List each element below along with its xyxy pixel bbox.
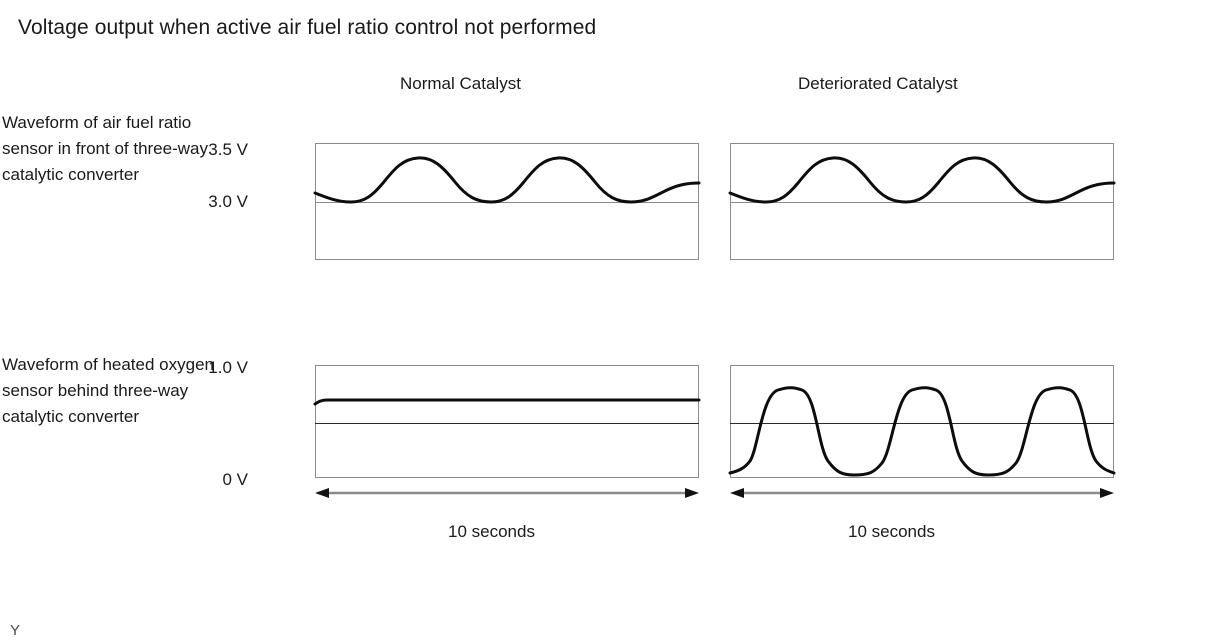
gridline-3-0v-deteriorated <box>730 202 1114 203</box>
column-header-normal-catalyst: Normal Catalyst <box>400 74 521 93</box>
row-label-heated-oxygen-sensor: Waveform of heated oxygen sensor behind … <box>2 355 214 426</box>
corner-mark: Y <box>10 622 21 639</box>
panel-o2-sensor-deteriorated <box>730 365 1114 478</box>
axis-label-3-5v: 3.5 V <box>208 140 248 159</box>
axis-label-3-0v: 3.0 V <box>208 192 248 211</box>
row-label-air-fuel-ratio-sensor: Waveform of air fuel ratio sensor in fro… <box>2 113 208 184</box>
time-axis-arrow-normal <box>315 488 699 498</box>
time-label-normal: 10 seconds <box>448 522 535 541</box>
axis-label-0v: 0 V <box>222 470 248 489</box>
panel-o2-sensor-normal <box>315 365 699 478</box>
axis-label-1-0v: 1.0 V <box>208 358 248 377</box>
gridline-mid-o2-deteriorated <box>730 423 1114 424</box>
time-axis-arrow-deteriorated <box>730 488 1114 498</box>
gridline-3-0v-normal <box>315 202 699 203</box>
page-title: Voltage output when active air fuel rati… <box>18 16 597 39</box>
column-header-deteriorated-catalyst: Deteriorated Catalyst <box>798 74 958 93</box>
time-label-deteriorated: 10 seconds <box>848 522 935 541</box>
gridline-mid-o2-normal <box>315 423 699 424</box>
